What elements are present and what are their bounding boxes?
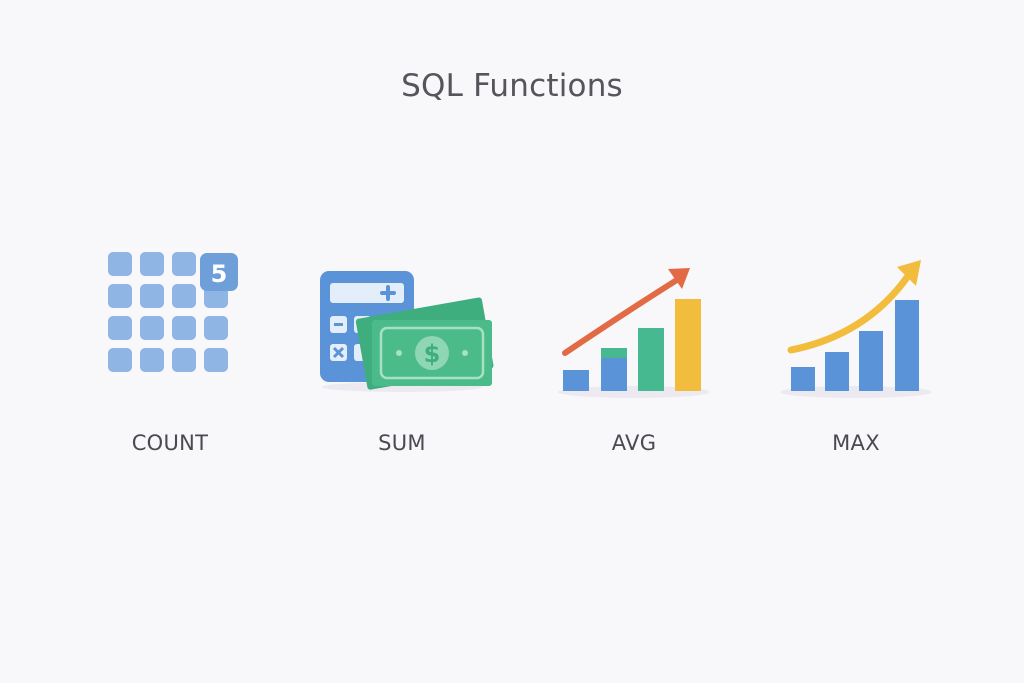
function-count: 5 COUNT (70, 240, 270, 470)
label-max: MAX (832, 431, 880, 455)
function-avg: AVG (534, 240, 734, 470)
calculator-money-icon: $ (320, 271, 494, 392)
function-max: MAX (756, 240, 956, 470)
page-title: SQL Functions (401, 68, 623, 104)
svg-text:$: $ (424, 340, 441, 368)
count-badge: 5 (211, 260, 228, 288)
grid-count-icon: 5 (108, 252, 238, 372)
bar-chart-growth-icon (780, 260, 932, 398)
function-sum: $ SUM (302, 240, 502, 470)
label-avg: AVG (611, 431, 657, 455)
bar-chart-trend-icon (558, 268, 710, 398)
label-count: COUNT (131, 431, 209, 455)
label-sum: SUM (378, 431, 426, 455)
